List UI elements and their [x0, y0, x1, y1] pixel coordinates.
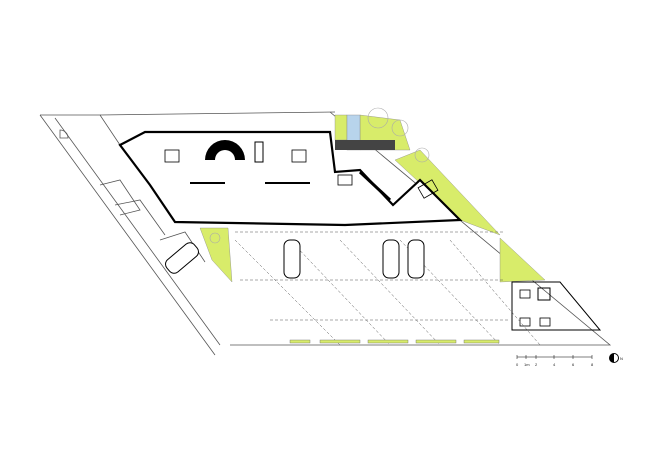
cars	[165, 239, 425, 279]
scale-bar: 0 1m 2 4 6 8	[516, 355, 594, 367]
scale-label: 8	[591, 362, 594, 367]
curb-strips	[289, 339, 500, 344]
scale-label: 4	[553, 362, 556, 367]
car	[283, 239, 301, 279]
annex	[511, 281, 602, 331]
north-label: N	[620, 356, 623, 361]
north-arrow: N	[609, 353, 623, 363]
scale-label: 1m	[524, 362, 530, 367]
spiral-stair	[205, 140, 245, 160]
scale-label: 2	[535, 362, 538, 367]
car	[407, 239, 425, 279]
building	[118, 130, 463, 227]
car	[165, 242, 199, 274]
scale-label: 0	[516, 362, 519, 367]
parking	[234, 231, 541, 346]
scale-label: 6	[572, 362, 575, 367]
car	[382, 239, 400, 279]
trees	[209, 107, 430, 244]
